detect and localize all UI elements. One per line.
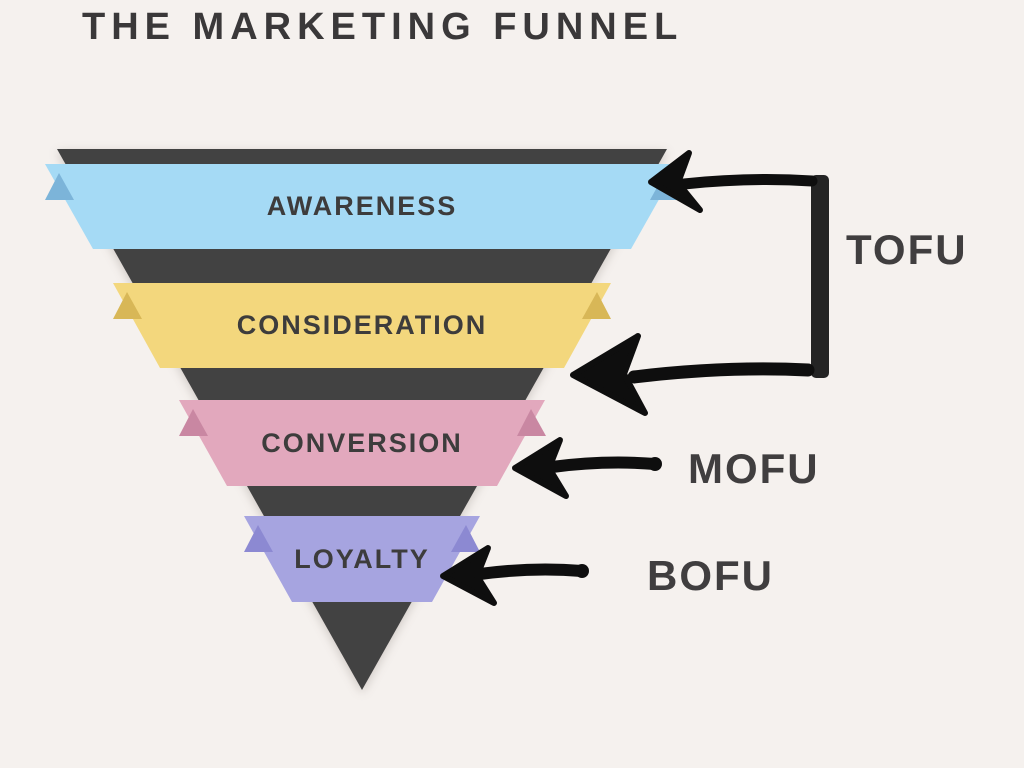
ribbon-fold-left-icon — [244, 525, 273, 552]
stage-ribbon-conversion — [179, 400, 546, 486]
mofu-arrow-icon — [512, 437, 662, 499]
stage-ribbon-loyalty — [244, 516, 480, 602]
annotation-label-mofu: MOFU — [688, 445, 820, 492]
ribbon-fold-right-icon — [582, 292, 611, 319]
stage-label-awareness: AWARENESS — [266, 191, 458, 221]
ribbon-fold-right-icon — [517, 409, 546, 436]
ribbon-fold-right-icon — [451, 525, 480, 552]
annotation-label-tofu: TOFU — [846, 226, 968, 273]
stage-label-loyalty: LOYALTY — [294, 543, 430, 574]
tofu-arrow-top-icon — [648, 150, 818, 213]
tofu-bracket-bar — [811, 175, 829, 378]
stage-ribbon-consideration — [113, 283, 611, 368]
stage-label-consideration: CONSIDERATION — [236, 310, 488, 340]
ribbon-fold-left-icon — [45, 173, 74, 200]
bofu-arrow-icon — [440, 545, 589, 606]
ribbon-band — [45, 164, 679, 249]
ribbon-band — [113, 283, 611, 368]
ribbon-band — [244, 516, 480, 602]
ribbon-band — [179, 400, 545, 486]
ribbon-fold-left-icon — [179, 409, 208, 436]
page-title: THE MARKETING FUNNEL — [82, 6, 684, 48]
stage-label-conversion: CONVERSION — [261, 427, 463, 458]
tofu-arrow-bottom-icon — [570, 333, 815, 416]
ribbon-fold-left-icon — [113, 292, 142, 319]
annotation-label-bofu: BOFU — [647, 552, 774, 599]
